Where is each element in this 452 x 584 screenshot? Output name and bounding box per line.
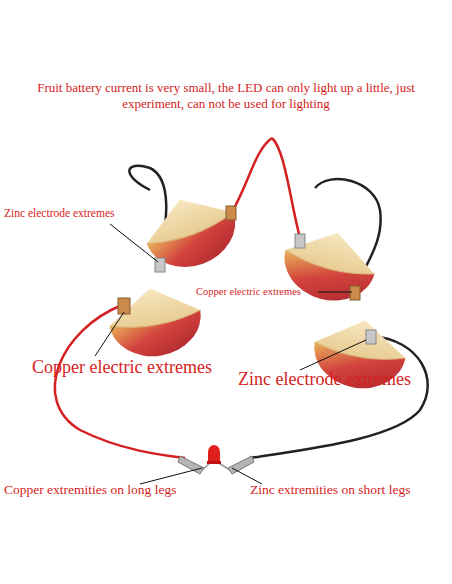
- zinc-electrode: [155, 258, 165, 272]
- copper-electrode: [350, 286, 360, 300]
- leader-line: [318, 292, 352, 293]
- copper-electrode: [118, 298, 130, 314]
- callout-label: Copper electric extremes: [32, 356, 212, 379]
- alligator-clip: [228, 456, 254, 474]
- note-text: Fruit battery current is very small, the…: [26, 80, 426, 113]
- callout-label: Copper electric extremes: [196, 285, 301, 298]
- zinc-electrode: [366, 330, 376, 344]
- callout-label: Copper extremities on long legs: [4, 482, 176, 499]
- led: [202, 445, 230, 470]
- copper-electrode: [226, 206, 236, 220]
- zinc-electrode: [295, 234, 305, 248]
- apple-slice: [276, 221, 382, 310]
- leader-line: [300, 340, 366, 370]
- leader-line: [95, 312, 124, 356]
- callout-label: Zinc electrode extremes: [238, 368, 411, 391]
- red-wire: [272, 138, 300, 238]
- leader-line: [110, 224, 158, 262]
- callout-label: Zinc extremities on short legs: [250, 482, 410, 499]
- leader-line: [232, 468, 262, 484]
- apple-slice: [104, 280, 206, 363]
- callout-label: Zinc electrode extremes: [4, 206, 114, 220]
- leader-line: [140, 468, 202, 484]
- apple-slice: [137, 184, 247, 279]
- red-wire: [232, 138, 272, 212]
